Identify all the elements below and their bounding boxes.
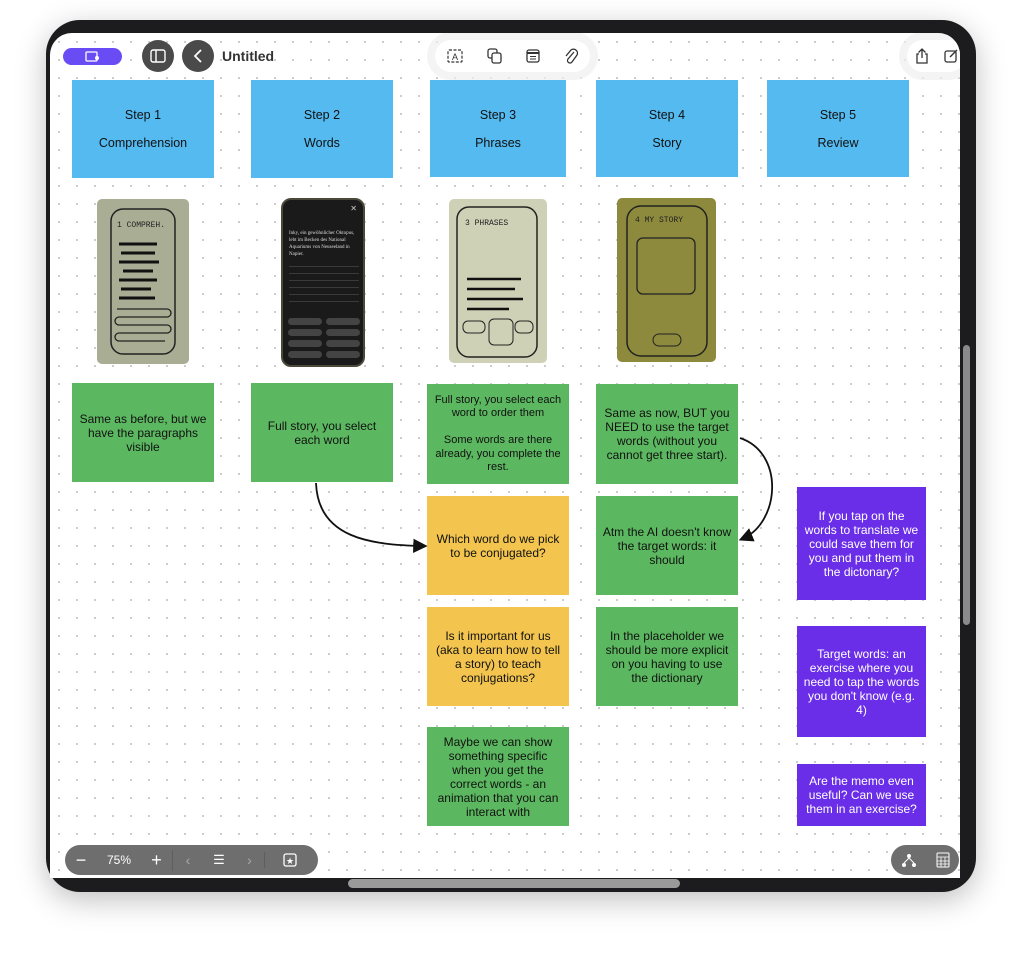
- word-chips: [288, 318, 360, 358]
- scene-star-icon[interactable]: ★: [265, 852, 315, 868]
- svg-text:4 MY STORY: 4 MY STORY: [635, 216, 683, 225]
- compose-icon[interactable]: [943, 48, 959, 64]
- sticky-note[interactable]: Full story, you select each word to orde…: [427, 384, 569, 484]
- sticky-note[interactable]: In the placeholder we should be more exp…: [596, 607, 738, 706]
- faded-text: [289, 262, 359, 302]
- connector-tool-icon[interactable]: [901, 852, 917, 868]
- connectors: [315, 437, 773, 553]
- chevron-right-icon[interactable]: ›: [235, 852, 265, 868]
- bottom-toolbar: − 75% + ‹ ☰ › ★: [65, 845, 318, 875]
- sketch-caption: 1 COMPREH.: [117, 221, 165, 230]
- zoom-out-button[interactable]: −: [75, 849, 87, 870]
- grid-icon[interactable]: [936, 852, 950, 868]
- sticky-step-3[interactable]: Step 3 Phrases: [430, 80, 566, 177]
- insert-toolbar: A: [435, 40, 590, 72]
- text-box-icon[interactable]: A: [446, 48, 464, 64]
- sticky-step-4[interactable]: Step 4 Story: [596, 80, 738, 177]
- zoom-in-button[interactable]: +: [141, 849, 173, 871]
- connector-arrow[interactable]: [738, 437, 773, 542]
- sticky-note[interactable]: Is it important for us (aka to learn how…: [427, 607, 569, 706]
- svg-text:3 PHRASES: 3 PHRASES: [465, 219, 508, 228]
- sticky-note[interactable]: Full story, you select each word: [251, 383, 393, 482]
- svg-text:★: ★: [286, 856, 294, 866]
- back-button[interactable]: [182, 40, 214, 72]
- view-mode-button[interactable]: [63, 48, 122, 65]
- sidebar-icon: [150, 49, 166, 63]
- vertical-scrollbar[interactable]: [963, 345, 970, 625]
- sketch-drawing: 1 COMPREH.: [110, 208, 176, 355]
- connector-arrow[interactable]: [315, 482, 428, 553]
- sticky-note[interactable]: Atm the AI doesn't know the target words…: [596, 496, 738, 595]
- sticky-step-2[interactable]: Step 2 Words: [251, 80, 393, 178]
- chevron-left-icon: [193, 49, 202, 63]
- canvas[interactable]: Untitled A Step 1 Comprehension Step 2 W…: [50, 33, 960, 878]
- close-icon: ✕: [350, 204, 357, 213]
- shapes-icon[interactable]: [486, 47, 504, 65]
- sticky-note[interactable]: Maybe we can show something specific whe…: [427, 727, 569, 826]
- chevron-left-icon[interactable]: ‹: [185, 852, 191, 868]
- sticky-step-1[interactable]: Step 1 Comprehension: [72, 80, 214, 178]
- sticky-note[interactable]: Same as now, BUT you NEED to use the tar…: [596, 384, 738, 484]
- sidebar-toggle-button[interactable]: [142, 40, 174, 72]
- top-right-actions: [907, 40, 960, 72]
- paperclip-icon[interactable]: [563, 47, 579, 65]
- sketch-drawing: 4 MY STORY: [626, 205, 708, 357]
- horizontal-scrollbar[interactable]: [348, 879, 680, 888]
- sketch-photo-phrases[interactable]: 3 PHRASES: [449, 199, 547, 363]
- sticky-note[interactable]: Are the memo even useful? Can we use the…: [797, 764, 926, 826]
- sketch-photo-story[interactable]: 4 MY STORY: [617, 198, 716, 362]
- ipad-user-icon: [84, 50, 99, 62]
- list-icon[interactable]: ☰: [213, 852, 225, 867]
- sticky-step-5[interactable]: Step 5 Review: [767, 80, 909, 177]
- sketch-caption: Inky, ein gewöhnlicher Oktopus, lebt im …: [289, 231, 355, 257]
- board-title[interactable]: Untitled: [222, 48, 275, 64]
- bottom-right-toolbar: [891, 845, 959, 875]
- sticky-note[interactable]: Target words: an exercise where you need…: [797, 626, 926, 737]
- sticky-note[interactable]: Same as before, but we have the paragrap…: [72, 383, 214, 482]
- sketch-drawing: 3 PHRASES: [456, 206, 538, 358]
- sticky-note[interactable]: Which word do we pick to be conjugated?: [427, 496, 569, 595]
- sticky-note-icon[interactable]: [525, 48, 541, 64]
- sticky-note[interactable]: If you tap on the words to translate we …: [797, 487, 926, 600]
- app-screenshot-words[interactable]: ✕ Inky, ein gewöhnlicher Oktopus, lebt i…: [281, 198, 365, 367]
- svg-text:A: A: [452, 52, 458, 62]
- sketch-photo-comprehension[interactable]: 1 COMPREH.: [97, 199, 189, 364]
- zoom-level[interactable]: 75%: [106, 853, 132, 867]
- share-icon[interactable]: [914, 47, 930, 65]
